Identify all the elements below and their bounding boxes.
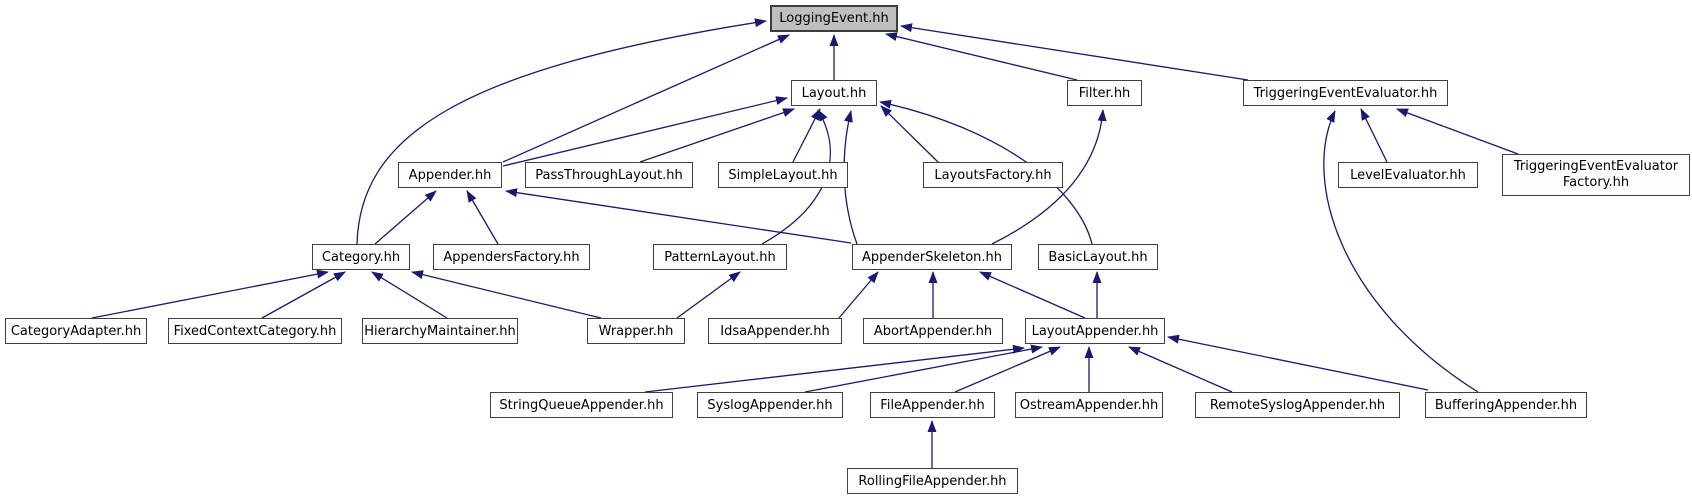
node-remotesyslogappender[interactable]: RemoteSyslogAppender.hh bbox=[1195, 392, 1400, 418]
edge-teefactory-tee bbox=[1396, 108, 1519, 155]
node-syslogappender[interactable]: SyslogAppender.hh bbox=[697, 392, 843, 418]
edge-appender-layout bbox=[502, 96, 788, 167]
edge-bufferingappender-tee bbox=[1323, 110, 1479, 393]
node-stringqueueappender[interactable]: StringQueueAppender.hh bbox=[490, 392, 673, 418]
edge-stringqueueappender-layoutappender bbox=[644, 344, 1025, 393]
node-hierarchymaintainer[interactable]: HierarchyMaintainer.hh bbox=[362, 318, 518, 344]
node-layoutappender[interactable]: LayoutAppender.hh bbox=[1025, 318, 1165, 344]
node-passthroughlayout[interactable]: PassThroughLayout.hh bbox=[525, 162, 693, 188]
edge-basiclayout-layout bbox=[879, 99, 1093, 245]
edge-category-loggingevent bbox=[356, 18, 767, 245]
edge-layoutsfactory-layout bbox=[880, 105, 939, 163]
edge-filter-loggingevent bbox=[885, 32, 1078, 81]
node-category[interactable]: Category.hh bbox=[312, 244, 410, 270]
edge-layoutappender-appenderskeleton bbox=[979, 271, 1086, 319]
edge-appenderskeleton-filter bbox=[991, 109, 1107, 245]
node-basiclayout[interactable]: BasicLayout.hh bbox=[1038, 244, 1158, 270]
edge-appender-loggingevent bbox=[502, 34, 790, 163]
node-fileappender[interactable]: FileAppender.hh bbox=[870, 392, 995, 418]
node-rollingfileappender[interactable]: RollingFileAppender.hh bbox=[847, 468, 1018, 494]
node-levelevaluator[interactable]: LevelEvaluator.hh bbox=[1338, 162, 1478, 188]
edge-categoryadapter-category bbox=[91, 269, 329, 319]
edge-wrapper-category bbox=[411, 270, 602, 319]
edge-passthroughlayout-layout bbox=[639, 108, 795, 163]
node-layoutsfactory[interactable]: LayoutsFactory.hh bbox=[923, 162, 1063, 188]
edge-idsaappender-appenderskeleton bbox=[838, 271, 879, 319]
edge-simplelayout-layout bbox=[792, 108, 821, 163]
node-ostreamappender[interactable]: OstreamAppender.hh bbox=[1015, 392, 1163, 418]
node-appendersfactory[interactable]: AppendersFactory.hh bbox=[433, 244, 590, 270]
edge-appendersfactory-appender bbox=[466, 190, 499, 245]
edge-tee-loggingevent bbox=[900, 23, 1249, 81]
node-categoryadapter[interactable]: CategoryAdapter.hh bbox=[5, 318, 147, 344]
node-patternlayout[interactable]: PatternLayout.hh bbox=[653, 244, 787, 270]
node-abortappender[interactable]: AbortAppender.hh bbox=[863, 318, 1003, 344]
node-appender[interactable]: Appender.hh bbox=[398, 162, 502, 188]
node-triggeringeventevaluator[interactable]: TriggeringEventEvaluator.hh bbox=[1243, 80, 1448, 106]
edge-category-appender bbox=[374, 190, 437, 245]
node-triggeringeventevaluatorfactory[interactable]: TriggeringEventEvaluator Factory.hh bbox=[1502, 154, 1690, 196]
node-fixedcontextcategory[interactable]: FixedContextCategory.hh bbox=[168, 318, 342, 344]
node-filter[interactable]: Filter.hh bbox=[1067, 80, 1142, 106]
node-wrapper[interactable]: Wrapper.hh bbox=[587, 318, 685, 344]
edge-hierarchymaintainer-category bbox=[371, 271, 448, 319]
node-layout[interactable]: Layout.hh bbox=[791, 80, 877, 106]
edge-fixedcontextcategory-category bbox=[261, 271, 346, 319]
edge-levelevaluator-tee bbox=[1360, 108, 1388, 163]
edge-appenderskeleton-appender bbox=[505, 188, 852, 244]
edge-bufferingappender-layoutappender bbox=[1167, 334, 1429, 391]
node-simplelayout[interactable]: SimpleLayout.hh bbox=[718, 162, 848, 188]
node-idsaappender[interactable]: IdsaAppender.hh bbox=[708, 318, 842, 344]
edge-syslogappender-layoutappender bbox=[804, 344, 1043, 393]
node-bufferingappender[interactable]: BufferingAppender.hh bbox=[1425, 392, 1587, 418]
edge-remotesyslogappender-layoutappender bbox=[1128, 346, 1233, 393]
node-loggingevent[interactable]: LoggingEvent.hh bbox=[770, 5, 898, 32]
edge-fileappender-layoutappender bbox=[954, 346, 1061, 393]
node-appenderskeleton[interactable]: AppenderSkeleton.hh bbox=[852, 244, 1012, 270]
edge-wrapper-patternlayout bbox=[676, 271, 741, 319]
